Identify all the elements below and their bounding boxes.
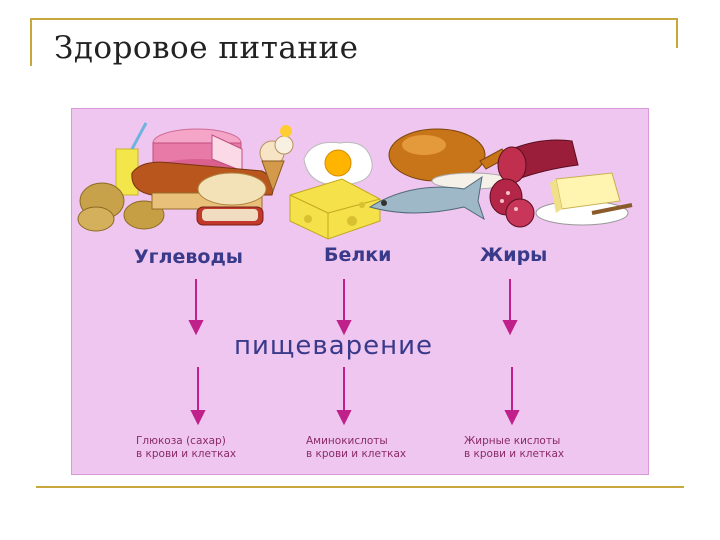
result-fats-line2: в крови и клетках	[464, 448, 565, 460]
result-fats: Жирные кислоты в крови и клетках	[464, 435, 564, 461]
result-proteins: Аминокислоты в крови и клетках	[306, 435, 406, 461]
page-title: Здоровое питание	[54, 30, 359, 66]
potato-icon	[77, 182, 165, 232]
result-fats-line1: Жирные кислоты	[464, 435, 561, 447]
fish-icon	[368, 175, 485, 221]
cheese-icon	[289, 178, 381, 240]
heading-proteins: Белки	[324, 244, 392, 266]
fried-egg-icon	[303, 141, 373, 186]
result-carbs: Глюкоза (сахар) в крови и клетках	[136, 435, 236, 461]
ice-cream-icon	[259, 125, 294, 193]
roast-chicken-icon	[388, 128, 513, 190]
bread-loaf-icon	[131, 161, 274, 226]
result-carbs-line1: Глюкоза (сахар)	[136, 435, 226, 447]
butter-icon	[535, 172, 633, 226]
sausage-icon	[489, 139, 579, 228]
result-carbs-line2: в крови и клетках	[136, 448, 237, 460]
frame-bottom-line	[36, 486, 684, 488]
digestion-diagram: Углеводы Белки Жиры пищеварение Глюкоза …	[71, 108, 649, 475]
frame-right-line	[676, 18, 678, 48]
process-label: пищеварение	[234, 331, 434, 361]
frame-top-line	[30, 18, 678, 20]
food-illustration	[77, 122, 633, 426]
result-proteins-line1: Аминокислоты	[306, 435, 388, 447]
frame-left-line	[30, 18, 32, 66]
heading-fats: Жиры	[480, 244, 548, 266]
heading-carbs: Углеводы	[134, 246, 243, 268]
result-proteins-line2: в крови и клетках	[306, 448, 407, 460]
arrows	[188, 279, 520, 426]
